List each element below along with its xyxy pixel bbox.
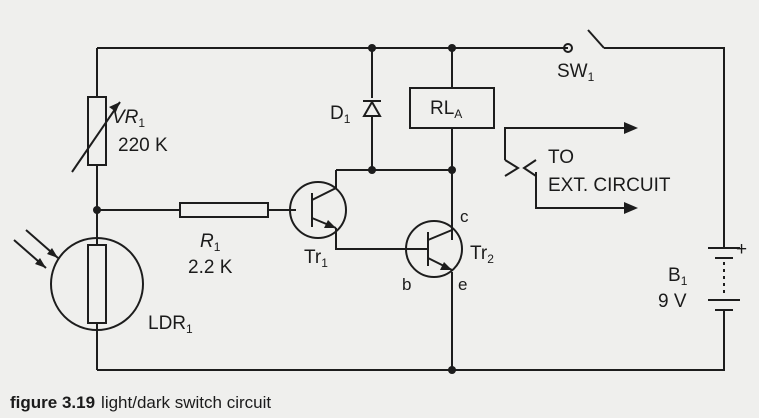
ext-arrowhead-lower <box>624 202 638 214</box>
r1-value: 2.2 K <box>188 257 233 278</box>
junction-dot <box>93 206 101 214</box>
vr1-arrow <box>71 101 121 173</box>
to-label: TO <box>548 147 575 168</box>
vr1-arrowhead <box>109 102 120 112</box>
tr1-emitter-to-tr2-base <box>335 228 408 250</box>
tr1-collector <box>311 170 337 201</box>
tr2-emitter-arrow <box>440 262 452 270</box>
rla-relay-coil <box>409 87 495 129</box>
battery-plus-sign: + <box>736 239 748 260</box>
relay-contact-tip <box>522 159 537 177</box>
tr2-collector <box>427 228 453 241</box>
figure-number: figure 3.19 <box>10 393 96 412</box>
tr1-label: Tr1 <box>304 247 328 270</box>
top-rail-right-wire <box>604 47 725 248</box>
ldr1-label: LDR1 <box>148 313 193 336</box>
ext-arrowhead-upper <box>624 122 638 134</box>
b1-label: B1 <box>668 265 688 288</box>
figure-caption-text: light/dark switch circuit <box>101 393 272 412</box>
light-arrowhead-1 <box>35 258 46 268</box>
tr2-transistor <box>405 220 463 278</box>
tr1-transistor <box>289 181 347 239</box>
b1-value: 9 V <box>658 291 687 312</box>
d1-diode <box>362 99 382 117</box>
relay-contact-upper <box>504 127 632 160</box>
vr1-resistor <box>87 96 107 166</box>
base-label: b <box>402 275 412 294</box>
d1-label: D1 <box>330 103 351 126</box>
collector-label: c <box>460 207 469 226</box>
junction-dot <box>448 166 456 174</box>
relay-contact-lever <box>504 159 520 177</box>
tr1-emitter-arrow <box>324 220 336 228</box>
ldr1-circle <box>50 237 144 331</box>
figure-caption: figure 3.19 light/dark switch circuit <box>10 393 271 413</box>
bottom-rail-wire <box>97 310 725 371</box>
r1-resistor <box>179 202 269 218</box>
r1-label: R1 <box>200 231 221 254</box>
ldr1-resistor <box>87 244 107 324</box>
junction-dot <box>368 166 376 174</box>
sw1-blade <box>587 29 605 49</box>
junction-dot <box>448 366 456 374</box>
relay-contact-lower <box>535 172 632 209</box>
rla-label: RLA <box>430 98 463 121</box>
tr2-label: Tr2 <box>470 243 494 266</box>
sw1-contact <box>563 43 573 53</box>
emitter-label: e <box>458 275 468 294</box>
ext-circuit-label: EXT. CIRCUIT <box>548 175 671 196</box>
sw1-label: SW1 <box>557 61 595 84</box>
vr1-label: VR1 <box>112 107 146 130</box>
vr1-value: 220 K <box>118 135 168 156</box>
junction-dot <box>448 44 456 52</box>
light-arrowhead-2 <box>47 248 58 258</box>
junction-dot <box>368 44 376 52</box>
